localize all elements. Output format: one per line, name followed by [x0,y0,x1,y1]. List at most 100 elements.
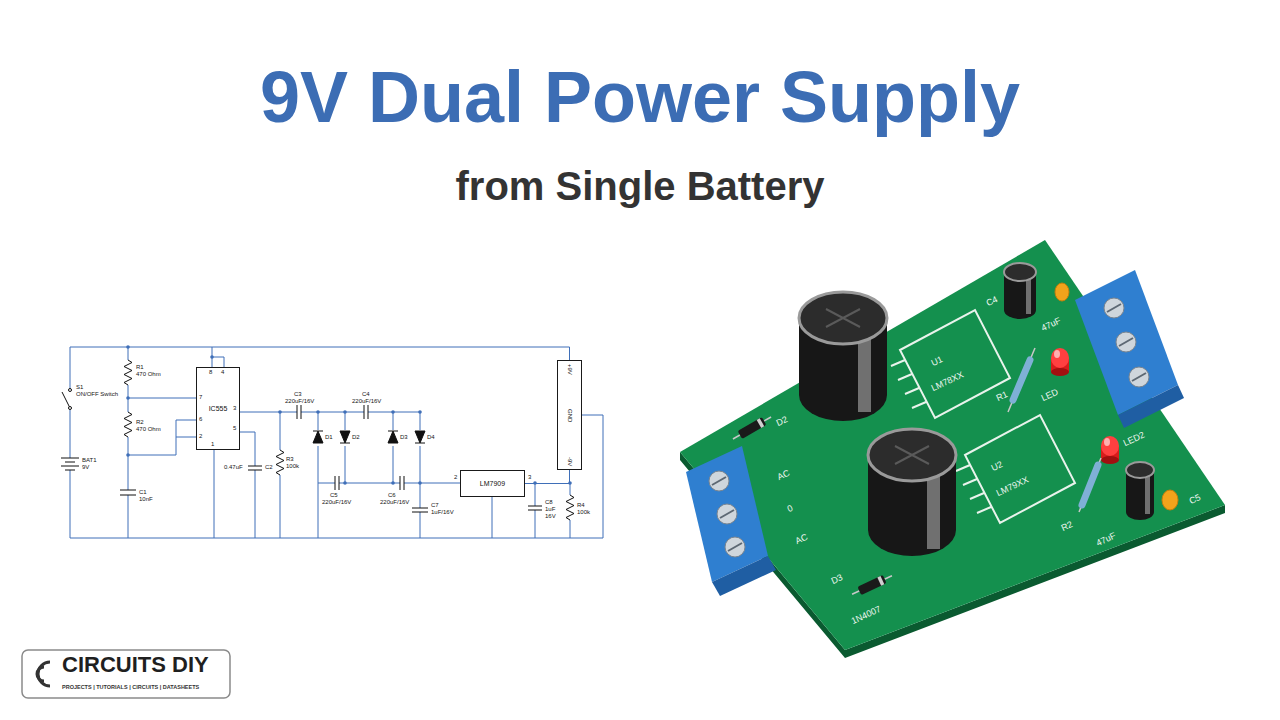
resistor-part [1079,458,1101,512]
diode-part [850,572,894,599]
component-label-holder: C5 [330,492,338,499]
component-label: 9V [82,464,89,471]
component-label: 470 Ohm [136,371,161,378]
led [1051,348,1119,464]
component-label: 4 [221,369,224,376]
component-label-holder: 10nF [139,496,153,503]
component-label-holder: 6 [199,416,202,423]
battery-symbol [61,458,79,470]
diode [731,413,894,598]
switch-symbol [62,389,72,410]
component-label: 5 [233,425,236,432]
component-label-holder: 220uF/16V [322,499,351,506]
subtitle-holder: from Single Battery [0,164,1280,208]
diode-part-part [877,576,884,586]
component-label: S1 [76,384,83,391]
resistor-symbol [124,360,574,520]
diode-symbol [313,431,425,443]
component-label-holder: R2 [136,419,144,426]
component-label: 7 [199,394,202,401]
electrolytic-capacitor-part [1004,263,1036,281]
component-label: C5 [330,492,338,499]
component-label-holder: R3 [286,456,294,463]
screw-terminal-part [686,446,768,582]
wire-connector [212,347,570,367]
component-label: 470 Ohm [136,426,161,433]
node-text: LM7909 [480,480,505,488]
component-label-holder: 1uF/16V [431,509,454,516]
component-label: 2 [454,474,457,481]
logo-text-holder: CIRCUITS DIY [62,653,209,677]
component-label: 8 [209,369,212,376]
schematic-wire-part [70,347,603,538]
component-label: C4 [362,391,370,398]
component-label-holder: 3 [528,474,531,481]
diode-part [731,413,774,443]
diode-part-part [857,575,886,595]
component-label-holder: 2 [199,433,202,440]
junction-dot-part [343,410,347,414]
switch-symbol-part [62,392,70,408]
component-label-holder: 220uF/16V [352,398,381,405]
screw-terminal-part [712,477,742,551]
component-label: 220uF/16V [380,499,409,506]
component-label-holder: 4 [221,369,224,376]
component-label-holder: ON/OFF Switch [76,391,118,398]
component-label: 3 [233,405,236,412]
screw-terminal [686,270,1184,596]
diode-symbol-part [313,431,425,443]
component-label: R1 [136,364,144,371]
junction-dot-part [391,410,395,414]
component-label-holder: C8 [545,499,553,506]
component-label-holder: S1 [76,384,83,391]
component-label: 16V [545,513,556,520]
component-label-holder: 9V [82,464,89,471]
junction-dot-part [316,410,320,414]
component-label: R2 [136,419,144,426]
component-label: 1 [211,441,214,448]
component-label: 1uF/16V [431,509,454,516]
node-text: +9V [566,364,573,375]
switch-symbol-part [69,407,72,410]
pcb-board-part [680,240,1225,650]
component-label: 6 [199,416,202,423]
node-text: IC555 [209,405,228,413]
component-label-holder: 470 Ohm [136,371,161,378]
component-label-holder: 8 [209,369,212,376]
logo-frame-part [22,650,230,698]
junction-dot-part [418,481,422,485]
resistor-symbol-part [124,360,574,520]
component-label: D1 [325,434,333,441]
logo-icon-part [37,667,44,681]
logo-frame [22,650,230,698]
ceramic-capacitor-part [1162,490,1178,510]
electrolytic-capacitor-part [1026,276,1031,314]
component-label-holder: 5 [233,425,236,432]
component-label-holder: 100k [286,463,299,470]
capacitor-symbol [120,405,542,512]
component-label-holder: D2 [352,434,360,441]
component-label-holder: 0.47uF [224,464,243,471]
battery-symbol-part [61,458,79,470]
component-label: 2 [199,433,202,440]
component-label: D4 [427,434,435,441]
component-label-holder: C6 [388,492,396,499]
logo-icon [37,662,50,686]
electrolytic-capacitor-part [868,429,956,481]
component-label: C7 [431,502,439,509]
resistor-part [1008,348,1035,412]
junction-dot-part [418,410,422,414]
junction-dot-part [391,481,395,485]
component-label: R4 [577,502,585,509]
pcb-board [680,240,1225,658]
component-label-holder: R1 [136,364,144,371]
logo-text: PROJECTS | TUTORIALS | CIRCUITS | DATASH… [62,684,199,690]
led-part [1101,436,1119,456]
led-part [1101,456,1119,464]
component-label-holder: 220uF/16V [380,499,409,506]
logo-text: CIRCUITS DIY [62,653,209,677]
component-label-holder: 100k [577,509,590,516]
component-label-holder: 1uF [545,506,555,513]
logo-icon-part [38,662,50,686]
